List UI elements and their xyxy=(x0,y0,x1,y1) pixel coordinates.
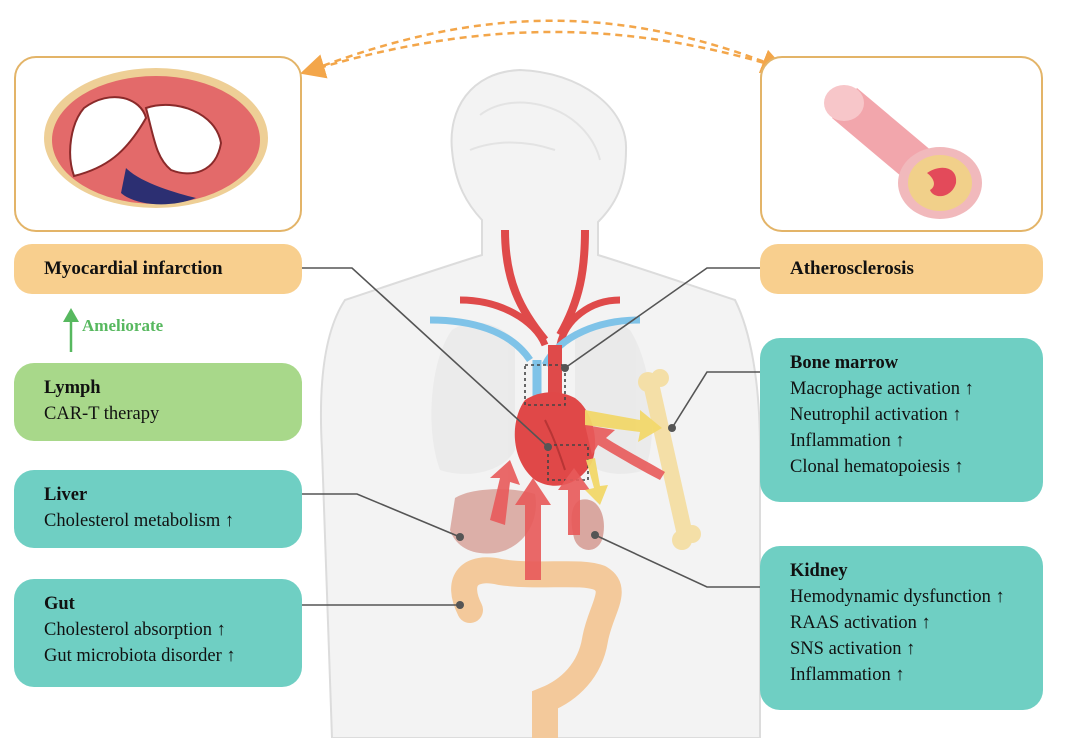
kidney-item: SNS activation ↑ xyxy=(790,636,1027,662)
atherosclerotic-artery-icon xyxy=(762,58,1041,230)
kidney-title: Kidney xyxy=(790,558,1027,584)
kidney-item: RAAS activation ↑ xyxy=(790,610,1027,636)
lymph-title: Lymph xyxy=(44,375,286,401)
myocardial-infarction-label: Myocardial infarction xyxy=(14,244,302,294)
lymph-box: Lymph CAR-T therapy xyxy=(14,363,302,441)
gut-box: Gut Cholesterol absorption ↑ Gut microbi… xyxy=(14,579,302,687)
gut-item: Cholesterol absorption ↑ xyxy=(44,617,286,643)
liver-box: Liver Cholesterol metabolism ↑ xyxy=(14,470,302,548)
liver-title: Liver xyxy=(44,482,286,508)
atherosclerosis-text: Atherosclerosis xyxy=(790,258,914,280)
ameliorate-arrow xyxy=(63,308,79,352)
bone-marrow-title: Bone marrow xyxy=(790,350,1027,376)
lymph-item: CAR-T therapy xyxy=(44,401,286,427)
ameliorate-label: Ameliorate xyxy=(82,316,163,336)
dashed-crosstalk-arrows xyxy=(312,21,775,70)
infarcted-heart-cross-section-icon xyxy=(16,58,300,230)
bone-marrow-item: Macrophage activation ↑ xyxy=(790,376,1027,402)
artery-image-frame xyxy=(760,56,1043,232)
kidney-box: Kidney Hemodynamic dysfunction ↑ RAAS ac… xyxy=(760,546,1043,710)
gut-title: Gut xyxy=(44,591,286,617)
bone-marrow-box: Bone marrow Macrophage activation ↑ Neut… xyxy=(760,338,1043,502)
liver-item: Cholesterol metabolism ↑ xyxy=(44,508,286,534)
gut-item: Gut microbiota disorder ↑ xyxy=(44,643,286,669)
atherosclerosis-label: Atherosclerosis xyxy=(760,244,1043,294)
bone-marrow-item: Clonal hematopoiesis ↑ xyxy=(790,454,1027,480)
bone-marrow-item: Neutrophil activation ↑ xyxy=(790,402,1027,428)
bone-marrow-item: Inflammation ↑ xyxy=(790,428,1027,454)
myocardial-infarction-text: Myocardial infarction xyxy=(44,258,223,280)
kidney-item: Inflammation ↑ xyxy=(790,662,1027,688)
heart-image-frame xyxy=(14,56,302,232)
kidney-item: Hemodynamic dysfunction ↑ xyxy=(790,584,1027,610)
